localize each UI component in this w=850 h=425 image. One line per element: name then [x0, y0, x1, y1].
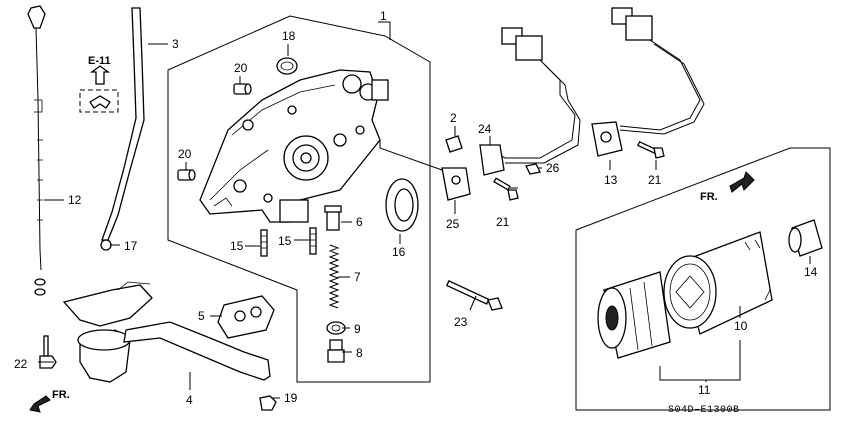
- bolt-26[interactable]: [525, 163, 541, 175]
- plug-bolt[interactable]: [327, 339, 345, 363]
- bolt-23[interactable]: [445, 280, 503, 311]
- callout-22: 22: [14, 357, 28, 371]
- stud-bolt-right[interactable]: [309, 227, 317, 255]
- bolt-21-right[interactable]: [637, 140, 665, 159]
- oil-strainer[interactable]: [62, 281, 271, 383]
- front-label-right: FR.: [700, 191, 718, 203]
- callout-6: 6: [356, 215, 363, 229]
- cam-sensor[interactable]: [479, 27, 581, 176]
- flange-bolt[interactable]: [39, 335, 57, 369]
- o-ring-inner: [280, 61, 294, 71]
- flange-nut[interactable]: [259, 395, 277, 411]
- callout-24: 24: [478, 122, 492, 136]
- oil-pump[interactable]: [199, 69, 389, 223]
- callout-3: 3: [172, 37, 179, 51]
- filter-group-outline: [575, 147, 831, 411]
- front-arrow-icon-left: [29, 395, 51, 413]
- dipstick[interactable]: [27, 5, 46, 296]
- callout-21-right: 21: [648, 173, 662, 187]
- callout-8: 8: [356, 346, 363, 360]
- callout-10: 10: [734, 319, 748, 333]
- front-arrow-strainer: FR.: [29, 389, 70, 413]
- callout-7: 7: [354, 270, 361, 284]
- oil-filter[interactable]: [663, 231, 773, 335]
- callout-13: 13: [604, 173, 618, 187]
- dowel-pin-upper[interactable]: [233, 83, 252, 95]
- callout-16: 16: [392, 245, 406, 259]
- front-arrow-filter: FR.: [700, 171, 755, 203]
- callout-11: 11: [698, 383, 711, 397]
- reference-label: E-11: [88, 55, 111, 67]
- callout-18: 18: [282, 29, 296, 43]
- front-arrow-icon: [729, 171, 755, 193]
- callout-19: 19: [284, 391, 298, 405]
- crank-sensor[interactable]: [591, 7, 705, 157]
- callout-12: 12: [68, 193, 82, 207]
- e11-reference: E-11: [79, 55, 119, 113]
- dowel-pin-lower[interactable]: [177, 169, 196, 181]
- filter-joint[interactable]: [788, 219, 823, 257]
- callout-26: 26: [546, 161, 560, 175]
- bracket-25[interactable]: [441, 167, 471, 201]
- dipstick-pipe[interactable]: [100, 7, 145, 251]
- callout-5: 5: [198, 309, 205, 323]
- rubber-seal[interactable]: [445, 135, 463, 153]
- oil-pump-group-outline: [167, 15, 431, 383]
- callout-4: 4: [186, 393, 193, 407]
- sealing-washer-hole: [331, 324, 341, 332]
- callout-1: 1: [380, 9, 387, 23]
- oil-seal[interactable]: [385, 178, 419, 232]
- clip-detail-box: [79, 89, 119, 113]
- callout-23: 23: [454, 315, 468, 329]
- callout-14: 14: [804, 265, 818, 279]
- callout-15-left: 15: [230, 239, 244, 253]
- callout-20-upper: 20: [234, 61, 248, 75]
- front-label-left: FR.: [52, 389, 70, 401]
- callout-labels: 1 2 3 4 5 6 7 8 9 10 11 12 13 14 15 15 1…: [14, 9, 818, 407]
- o-ring[interactable]: [276, 57, 298, 75]
- clip-icon: [89, 95, 111, 109]
- relief-valve-cap[interactable]: [324, 205, 342, 231]
- stud-bolt-left[interactable]: [260, 229, 268, 257]
- diagram-code: S04D–E1300B: [668, 405, 740, 416]
- callout-20-lower: 20: [178, 147, 192, 161]
- callout-15-right: 15: [278, 234, 292, 248]
- leader-lines: [38, 21, 811, 399]
- callout-17: 17: [124, 239, 138, 253]
- filter-housing[interactable]: [597, 271, 671, 359]
- callout-2: 2: [450, 111, 457, 125]
- callout-21-left: 21: [496, 215, 510, 229]
- strainer-gasket[interactable]: [217, 295, 275, 339]
- callout-9: 9: [354, 322, 361, 336]
- up-arrow-icon: [90, 65, 110, 85]
- relief-spring[interactable]: [328, 244, 340, 309]
- bolt-21-left[interactable]: [493, 177, 519, 201]
- callout-25: 25: [446, 217, 460, 231]
